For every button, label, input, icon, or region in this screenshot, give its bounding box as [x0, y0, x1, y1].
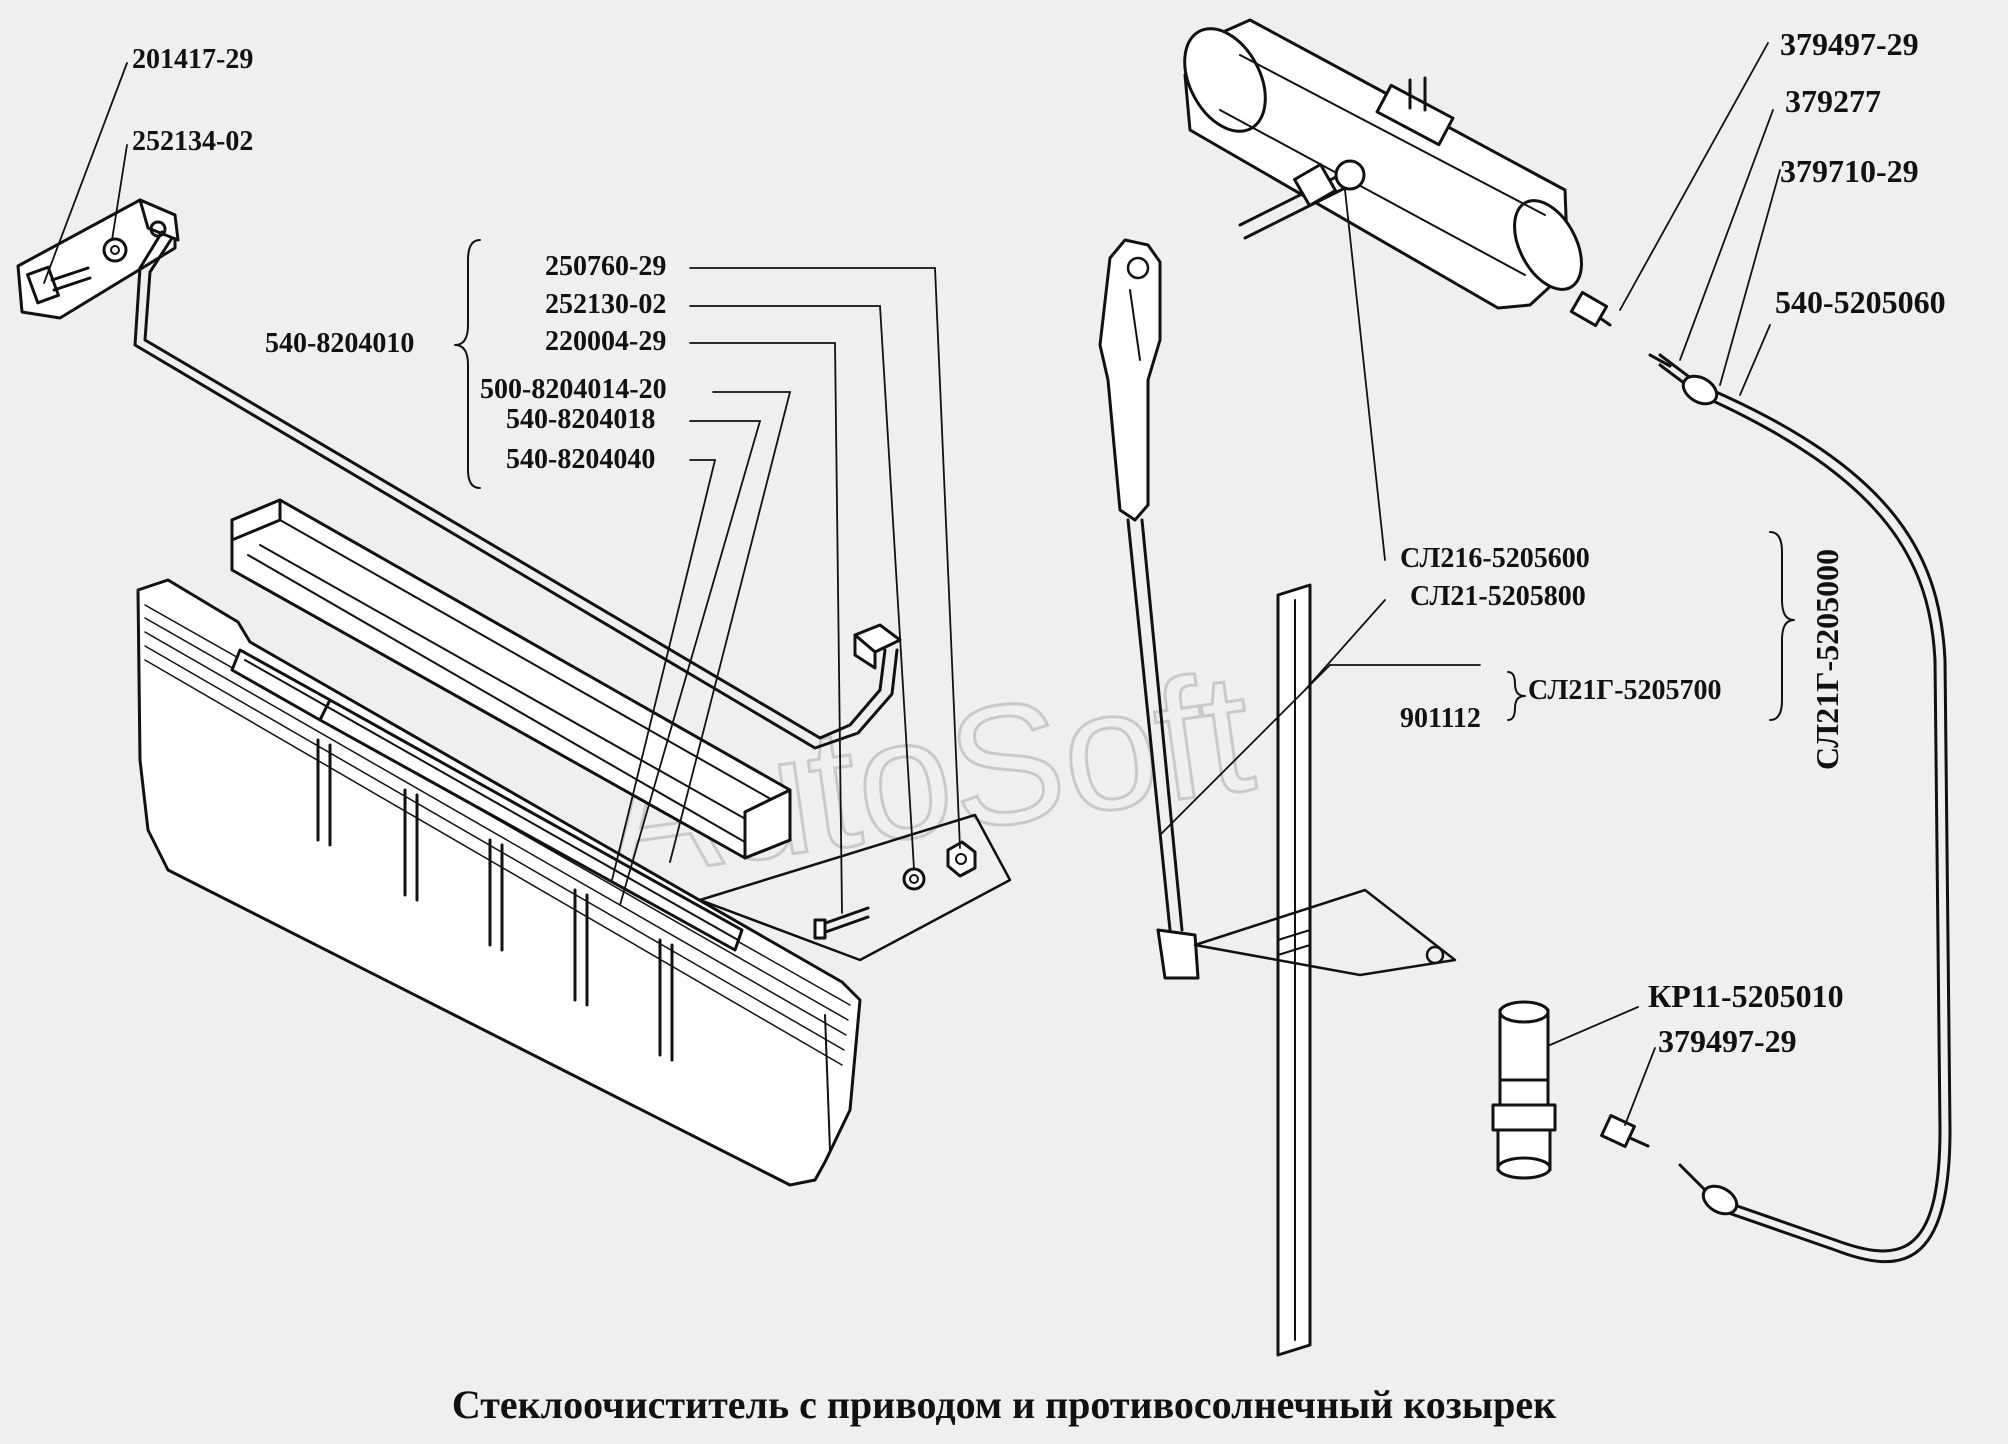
mount-bracket-plate [16, 198, 180, 320]
label-540-5205060: 540-5205060 [1775, 284, 1946, 320]
label-201417-29: 201417-29 [132, 44, 253, 75]
label-379497-29-top: 379497-29 [1780, 26, 1919, 62]
visor-hardware [698, 813, 1012, 962]
label-252134-02: 252134-02 [132, 126, 253, 157]
label-500-8204014-20: 500-8204014-20 [480, 374, 667, 405]
screw-220004-29 [813, 906, 870, 940]
fitting-379497-29-bottom [1600, 1114, 1650, 1148]
bolt-201417-29 [26, 265, 92, 305]
label-kr11-5205010: КР11-5205010 [1648, 978, 1844, 1014]
leader-lines [43, 42, 1795, 1126]
washer-252134-02 [102, 237, 128, 263]
label-540-8204018: 540-8204018 [506, 404, 655, 435]
label-252130-02: 252130-02 [545, 289, 666, 320]
label-379497-29-bottom: 379497-29 [1658, 1023, 1797, 1059]
label-379710-29: 379710-29 [1780, 153, 1919, 189]
label-220004-29: 220004-29 [545, 326, 666, 357]
hose-540-5205060 [1648, 353, 1952, 1264]
label-sl21g-5205700: СЛ21Г-5205700 [1528, 675, 1722, 706]
sun-visor-panel [136, 578, 862, 1187]
wiper-arm-sl216-5205600 [1098, 238, 1200, 980]
wiper-assembly [1098, 18, 1952, 1357]
visor-channel-rail [230, 498, 792, 860]
label-sl216-5205600: СЛ216-5205600 [1400, 543, 1590, 574]
label-379277: 379277 [1785, 83, 1881, 119]
label-sl21g-5205000: СЛ21Г-5205000 [1809, 549, 1845, 770]
figure-caption: Стеклоочиститель с приводом и противосол… [452, 1382, 1556, 1427]
wiper-blade-sl21-5205800 [1276, 583, 1312, 1357]
label-540-8204040: 540-8204040 [506, 444, 655, 475]
label-250760-29: 250760-29 [545, 251, 666, 282]
visor-rod-540-8204010 [133, 230, 902, 750]
label-901112: 901112 [1400, 703, 1481, 734]
wiper-motor-sl21g-5205700 [1183, 18, 1583, 310]
label-sl21-5205800: СЛ21-5205800 [1410, 581, 1586, 612]
sun-visor-assembly [16, 198, 1012, 1187]
nut-250760-29 [946, 840, 977, 878]
clip-901112 [1193, 888, 1457, 977]
fitting-379497-29-top [1569, 290, 1612, 328]
washer-252130-02 [902, 867, 926, 891]
part-labels: 201417-29 252134-02 250760-29 252130-02 … [132, 26, 1946, 1059]
label-540-8204010: 540-8204010 [265, 328, 414, 359]
visor-slots [316, 738, 674, 1062]
valve-kr11-5205010 [1491, 1000, 1557, 1180]
